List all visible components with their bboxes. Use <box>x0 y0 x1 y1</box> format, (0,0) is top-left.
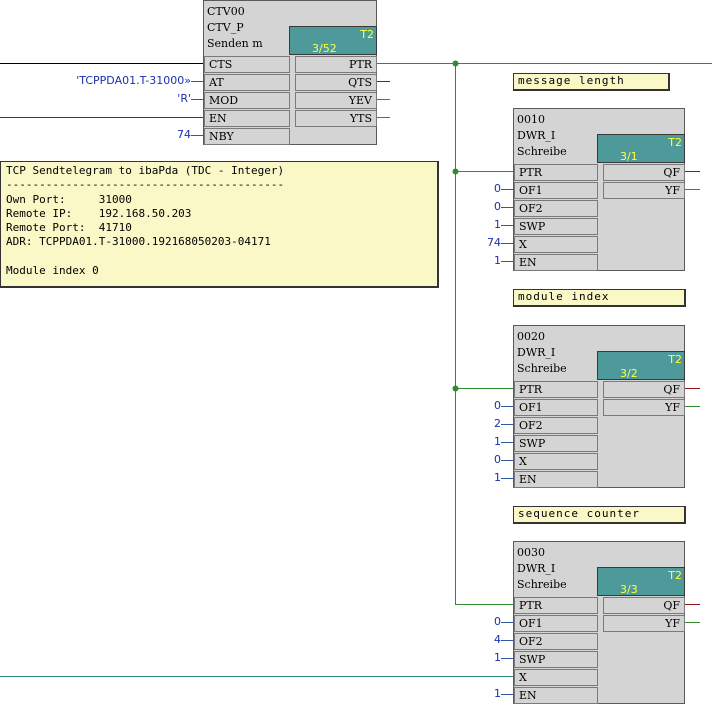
dwr-0020-value-x[interactable]: 0 <box>494 453 501 466</box>
dwr-0030-pin-of1[interactable]: OF1 <box>514 615 598 632</box>
dwr-0020-pin-en[interactable]: EN <box>514 471 598 488</box>
dwr-0020-value-en[interactable]: 1 <box>494 471 501 484</box>
dwr-0030-task: T2 <box>668 569 682 582</box>
dwr-block-0030[interactable]: 0030 DWR_I Schreibe T2 3/3 PTR OF1 OF2 S… <box>513 541 685 704</box>
dwr-0010-comment: Schreibe <box>517 144 567 160</box>
ctv-pin-qts[interactable]: QTS <box>295 74 377 91</box>
dwr-0030-type: DWR_I <box>517 561 555 577</box>
ctv-block-comment: Senden m <box>207 36 263 52</box>
dwr-0020-comment: Schreibe <box>517 361 567 377</box>
dwr-0010-pin-ptr[interactable]: PTR <box>514 164 598 181</box>
ctv-value-nby[interactable]: 74 <box>177 128 191 141</box>
dwr-0020-pin-of1[interactable]: OF1 <box>514 399 598 416</box>
comment-line: ADR: TCPPDA01.T-31000.192168050203-04171 <box>6 235 271 248</box>
comment-line: ----------------------------------------… <box>6 178 284 191</box>
dwr-0010-value-of2[interactable]: 0 <box>494 200 501 213</box>
dwr-0020-pin-yf[interactable]: YF <box>603 399 685 416</box>
dwr-0020-value-swp[interactable]: 1 <box>494 435 501 448</box>
dwr-0030-value-of2[interactable]: 4 <box>494 633 501 646</box>
dwr-0020-type: DWR_I <box>517 345 555 361</box>
comment-line: Own Port: 31000 <box>6 193 132 206</box>
ctv-pin-mod[interactable]: MOD <box>204 92 290 109</box>
dwr-block-0020[interactable]: 0020 DWR_I Schreibe T2 3/2 PTR OF1 OF2 S… <box>513 325 685 488</box>
dwr-0010-value-en[interactable]: 1 <box>494 254 501 267</box>
ctv-pin-yts[interactable]: YTS <box>295 110 377 127</box>
dwr-0010-pin-x[interactable]: X <box>514 236 598 253</box>
comment-line: Module index 0 <box>6 264 99 277</box>
ctv-position: 3/52 <box>312 42 337 55</box>
comment-box[interactable]: TCP Sendtelegram to ibaPda (TDC - Intege… <box>0 161 439 288</box>
dwr-0030-position: 3/3 <box>620 583 638 596</box>
dwr-0010-pin-of2[interactable]: OF2 <box>514 200 598 217</box>
dwr-0020-value-of1[interactable]: 0 <box>494 399 501 412</box>
ctv-value-mod[interactable]: 'R' <box>177 92 191 105</box>
ctv-pin-en[interactable]: EN <box>204 110 290 127</box>
dwr-0010-type: DWR_I <box>517 128 555 144</box>
dwr-0030-comment: Schreibe <box>517 577 567 593</box>
dwr-0010-value-swp[interactable]: 1 <box>494 218 501 231</box>
dwr-0020-task: T2 <box>668 353 682 366</box>
label-sequence-counter[interactable]: sequence counter <box>513 506 686 524</box>
dwr-0030-value-of1[interactable]: 0 <box>494 615 501 628</box>
dwr-0020-name: 0020 <box>517 329 545 345</box>
ctv-pin-ptr[interactable]: PTR <box>295 56 377 73</box>
dwr-0030-value-en[interactable]: 1 <box>494 687 501 700</box>
ctv-block[interactable]: CTV00 CTV_P Senden m T2 3/52 CTS AT MOD … <box>203 0 377 145</box>
ctv-task-box: T2 3/52 <box>289 26 377 55</box>
junction-dot-top <box>453 61 459 67</box>
ctv-pin-nby[interactable]: NBY <box>204 128 290 145</box>
label-module-index[interactable]: module index <box>513 289 686 307</box>
dwr-0020-pin-swp[interactable]: SWP <box>514 435 598 452</box>
dwr-0020-pin-qf[interactable]: QF <box>603 381 685 398</box>
ctv-value-at[interactable]: 'TCPPDA01.T-31000» <box>76 74 191 87</box>
dwr-block-0010[interactable]: 0010 DWR_I Schreibe T2 3/1 PTR OF1 OF2 S… <box>513 108 685 271</box>
ctv-block-name: CTV00 <box>207 4 245 20</box>
dwr-0020-pin-of2[interactable]: OF2 <box>514 417 598 434</box>
dwr-0030-pin-ptr[interactable]: PTR <box>514 597 598 614</box>
dwr-0030-value-swp[interactable]: 1 <box>494 651 501 664</box>
dwr-0010-pin-of1[interactable]: OF1 <box>514 182 598 199</box>
dwr-0010-position: 3/1 <box>620 150 638 163</box>
dwr-0030-pin-swp[interactable]: SWP <box>514 651 598 668</box>
dwr-0020-position: 3/2 <box>620 367 638 380</box>
dwr-0010-value-of1[interactable]: 0 <box>494 182 501 195</box>
ctv-pin-cts[interactable]: CTS <box>204 56 290 73</box>
junction-dot-0020 <box>453 386 459 392</box>
dwr-0030-pin-en[interactable]: EN <box>514 687 598 704</box>
dwr-0030-task-box: T2 3/3 <box>597 567 685 596</box>
dwr-0010-pin-swp[interactable]: SWP <box>514 218 598 235</box>
dwr-0030-pin-of2[interactable]: OF2 <box>514 633 598 650</box>
dwr-0010-task: T2 <box>668 136 682 149</box>
dwr-0020-pin-ptr[interactable]: PTR <box>514 381 598 398</box>
dwr-0030-name: 0030 <box>517 545 545 561</box>
dwr-0020-value-of2[interactable]: 2 <box>494 417 501 430</box>
dwr-0010-pin-yf[interactable]: YF <box>603 182 685 199</box>
comment-line: Remote IP: 192.168.50.203 <box>6 207 191 220</box>
ctv-block-type: CTV_P <box>207 20 244 36</box>
dwr-0030-pin-yf[interactable]: YF <box>603 615 685 632</box>
dwr-0030-pin-qf[interactable]: QF <box>603 597 685 614</box>
comment-line: Remote Port: 41710 <box>6 221 132 234</box>
dwr-0020-task-box: T2 3/2 <box>597 351 685 380</box>
dwr-0010-pin-qf[interactable]: QF <box>603 164 685 181</box>
dwr-0010-value-x[interactable]: 74 <box>487 236 501 249</box>
ctv-task: T2 <box>360 28 374 41</box>
comment-line: TCP Sendtelegram to ibaPda (TDC - Intege… <box>6 164 284 177</box>
dwr-0010-name: 0010 <box>517 112 545 128</box>
dwr-0010-task-box: T2 3/1 <box>597 134 685 163</box>
dwr-0010-pin-en[interactable]: EN <box>514 254 598 271</box>
ctv-pin-at[interactable]: AT <box>204 74 290 91</box>
label-message-length[interactable]: message length <box>513 73 670 91</box>
dwr-0020-pin-x[interactable]: X <box>514 453 598 470</box>
dwr-0030-pin-x[interactable]: X <box>514 669 598 686</box>
ctv-pin-yev[interactable]: YEV <box>295 92 377 109</box>
junction-dot-0010 <box>453 169 459 175</box>
